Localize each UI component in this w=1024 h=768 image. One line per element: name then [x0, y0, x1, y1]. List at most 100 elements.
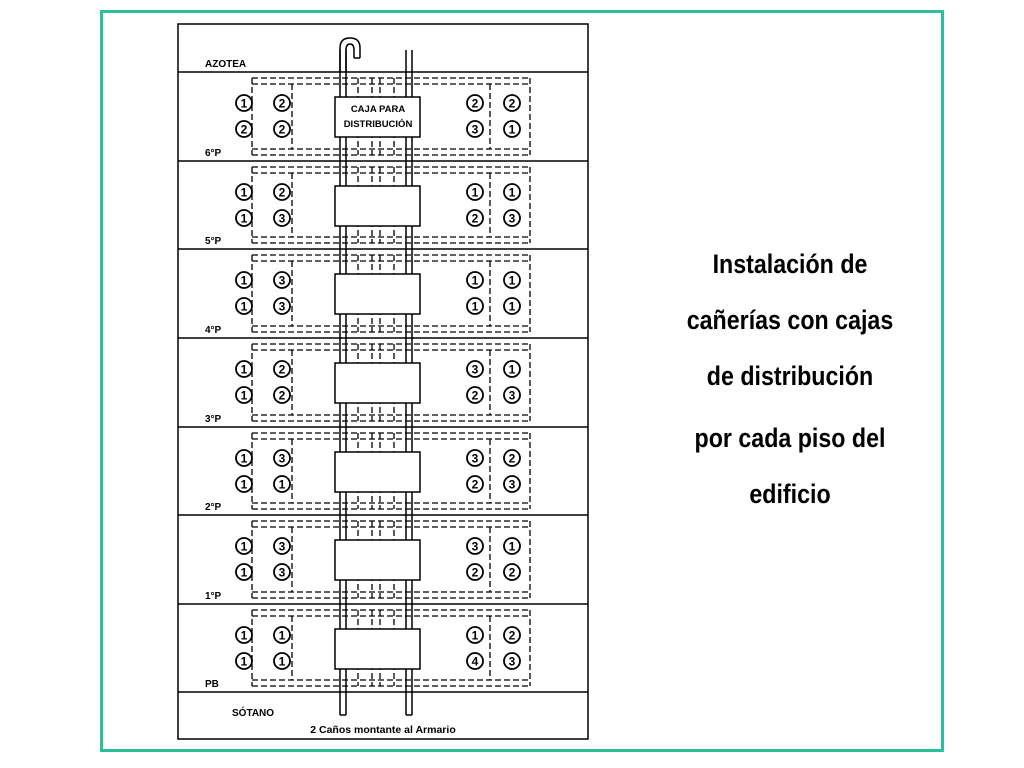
outlet-number: 3 [509, 478, 516, 492]
outlet-circle [273, 563, 291, 581]
outlet-number: 4 [472, 655, 479, 669]
outlet-circle [503, 183, 521, 201]
outlet-circle [466, 563, 484, 581]
outlet-circle [273, 209, 291, 227]
dashed-conduit [252, 236, 530, 244]
outlet-circle [503, 652, 521, 670]
outlet-circle [466, 537, 484, 555]
outlet-circle [503, 120, 521, 138]
outlet-number: 1 [241, 389, 248, 403]
outlet-number: 2 [279, 389, 286, 403]
outlet-circle [273, 537, 291, 555]
outlet-number: 2 [279, 186, 286, 200]
outlet-number: 1 [279, 655, 286, 669]
outlet-number: 2 [509, 629, 516, 643]
dashed-conduit [291, 84, 491, 149]
outlet-circle [503, 475, 521, 493]
dashed-conduit [252, 679, 530, 687]
distribution-box [334, 362, 421, 404]
outlet-number: 1 [509, 274, 516, 288]
dashed-conduit [251, 255, 531, 332]
floor-label: 3°P [205, 414, 222, 425]
outlet-circle [273, 271, 291, 289]
dashed-conduit [251, 521, 531, 598]
distribution-box [334, 539, 421, 581]
outlet-circle [235, 183, 253, 201]
dashed-conduit [291, 261, 491, 326]
floor-label: 1°P [205, 591, 222, 602]
outlet-circle [235, 475, 253, 493]
caption-sub: por cada piso del edificio [678, 410, 902, 522]
dashed-conduit [252, 148, 530, 156]
outlet-number: 3 [279, 300, 286, 314]
outlet-circle [466, 386, 484, 404]
outlet-circle [503, 449, 521, 467]
floor-label: 6°P [205, 148, 222, 159]
distribution-box [334, 628, 421, 670]
dashed-conduit [252, 325, 530, 333]
outlet-circle [466, 449, 484, 467]
outlet-circle [235, 449, 253, 467]
outlet-number: 2 [241, 123, 248, 137]
outlet-circle [466, 120, 484, 138]
box-label-line-2: DISTRIBUCIÓN [344, 118, 413, 130]
dashed-conduit [252, 414, 530, 422]
caption-main: Instalación de cañerías con cajas de dis… [678, 236, 902, 404]
outlet-circle [235, 94, 253, 112]
caption-line-5: edificio [749, 479, 831, 509]
outlet-number: 1 [241, 186, 248, 200]
outlet-circle [235, 297, 253, 315]
outlet-circle [235, 563, 253, 581]
outlet-number: 3 [279, 452, 286, 466]
dashed-conduit [252, 77, 530, 85]
outlet-number: 1 [241, 97, 248, 111]
outlet-number: 2 [509, 97, 516, 111]
distribution-box [334, 273, 421, 315]
outlet-number: 2 [472, 389, 479, 403]
dashed-conduit [251, 78, 531, 155]
outlet-number: 2 [509, 566, 516, 580]
dashed-conduit [291, 173, 491, 237]
dashed-conduit [251, 433, 531, 509]
caption-line-1: Instalación de [712, 249, 868, 279]
drawing-border [177, 23, 589, 740]
outlet-number: 2 [472, 212, 479, 226]
outlet-number: 1 [509, 123, 516, 137]
outlet-circle [503, 537, 521, 555]
outlet-number: 2 [279, 97, 286, 111]
distribution-box [334, 185, 421, 227]
outlet-number: 1 [509, 186, 516, 200]
dashed-conduit [291, 616, 491, 680]
dashed-conduit [252, 520, 530, 528]
outlet-number: 1 [241, 300, 248, 314]
dashed-conduit [252, 591, 530, 599]
outlet-number: 2 [279, 123, 286, 137]
outlet-number: 3 [279, 566, 286, 580]
outlet-number: 1 [279, 478, 286, 492]
outlet-number: 1 [241, 655, 248, 669]
outlet-circle [466, 271, 484, 289]
outlet-number: 1 [241, 274, 248, 288]
outlet-circle [503, 563, 521, 581]
outlet-number: 2 [509, 452, 516, 466]
outlet-circle [503, 94, 521, 112]
outlet-circle [503, 360, 521, 378]
caption-line-4: por cada piso del [694, 423, 886, 453]
floor-label: 5°P [205, 236, 222, 247]
caption-line-3: de distribución [706, 361, 874, 391]
outlet-number: 2 [279, 363, 286, 377]
outlet-circle [466, 475, 484, 493]
outlet-number: 1 [241, 452, 248, 466]
outlet-circle [273, 386, 291, 404]
outlet-number: 1 [472, 629, 479, 643]
outlet-circle [466, 297, 484, 315]
dashed-conduit [251, 167, 531, 243]
distribution-box [334, 96, 421, 138]
distribution-box [334, 451, 421, 493]
outlet-number: 3 [279, 540, 286, 554]
outlet-circle [273, 94, 291, 112]
outlet-circle [273, 652, 291, 670]
